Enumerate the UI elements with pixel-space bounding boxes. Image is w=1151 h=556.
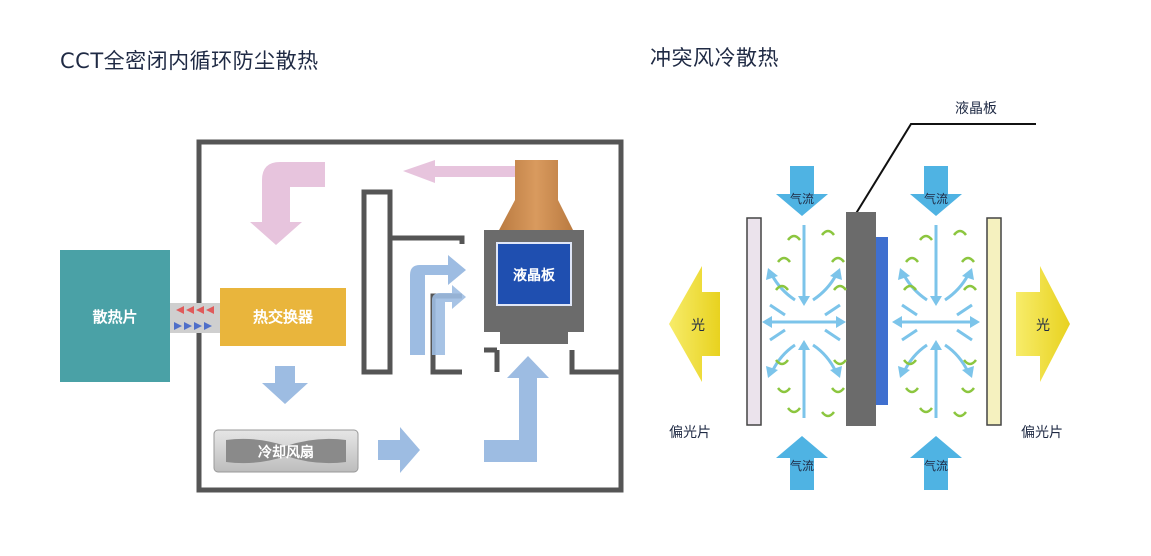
blue-airflow-arrow bbox=[410, 255, 466, 355]
blue-airflow-arrow bbox=[378, 427, 420, 473]
cooling-fan: 冷却风扇 bbox=[213, 429, 359, 473]
airflow-in-top-left: 气流 bbox=[776, 166, 828, 216]
heat-transfer-strips bbox=[170, 303, 220, 333]
swirl-arrow bbox=[775, 229, 977, 418]
internal-airflow-right-heads bbox=[892, 268, 980, 378]
airflow-label: 气流 bbox=[790, 458, 814, 473]
light-arrow-right: 光 bbox=[1016, 266, 1070, 382]
polarizer-left bbox=[746, 217, 762, 426]
heatsink: 散热片 bbox=[60, 250, 170, 382]
blue-airflow-arrow bbox=[432, 285, 466, 355]
lcd-module: 液晶板 bbox=[484, 230, 584, 344]
airflow-label: 气流 bbox=[790, 191, 814, 206]
fan-label: 冷却风扇 bbox=[258, 444, 314, 461]
lcd-leader-line bbox=[851, 123, 1036, 221]
polarizer-label-right: 偏光片 bbox=[1021, 425, 1063, 441]
lcd-panel-label: 液晶板 bbox=[955, 101, 997, 117]
airflow-in-bottom-right: 气流 bbox=[910, 436, 962, 490]
polarizer-right bbox=[986, 217, 1002, 426]
lcd-bracket bbox=[484, 347, 621, 375]
airflow-label: 气流 bbox=[924, 191, 948, 206]
pink-airflow-arrow bbox=[403, 160, 550, 216]
blue-airflow-arrow bbox=[484, 356, 549, 462]
right-diagram-title: 冲突风冷散热 bbox=[650, 46, 779, 70]
polarizer-label-left: 偏光片 bbox=[669, 425, 711, 441]
blue-airflow-arrow bbox=[262, 366, 308, 404]
left-diagram-title: CCT全密闭内循环防尘散热 bbox=[60, 49, 319, 73]
internal-airflow-left bbox=[768, 225, 842, 418]
lcd-panel-body bbox=[846, 212, 876, 426]
light-arrow-left: 光 bbox=[669, 266, 720, 382]
lcd-panel-glass bbox=[876, 237, 888, 405]
heat-exchanger: 热交换器 bbox=[220, 288, 346, 346]
lcd-label: 液晶板 bbox=[513, 267, 556, 284]
airflow-in-bottom-left: 气流 bbox=[776, 436, 828, 490]
light-label: 光 bbox=[691, 318, 705, 334]
bronze-heat-plate bbox=[498, 160, 574, 232]
airflow-in-top-right: 气流 bbox=[910, 166, 962, 216]
light-label: 光 bbox=[1036, 318, 1050, 334]
heat-exchanger-label: 热交换器 bbox=[253, 308, 314, 326]
left-diagram: 散热片 热交换器 bbox=[60, 139, 624, 493]
heatsink-label: 散热片 bbox=[92, 308, 137, 326]
right-diagram: 液晶板 气流 气流 气流 气流 bbox=[669, 101, 1070, 490]
airflow-label: 气流 bbox=[924, 458, 948, 473]
internal-airflow-left-heads bbox=[762, 268, 846, 378]
pink-airflow-arrow bbox=[250, 162, 325, 245]
